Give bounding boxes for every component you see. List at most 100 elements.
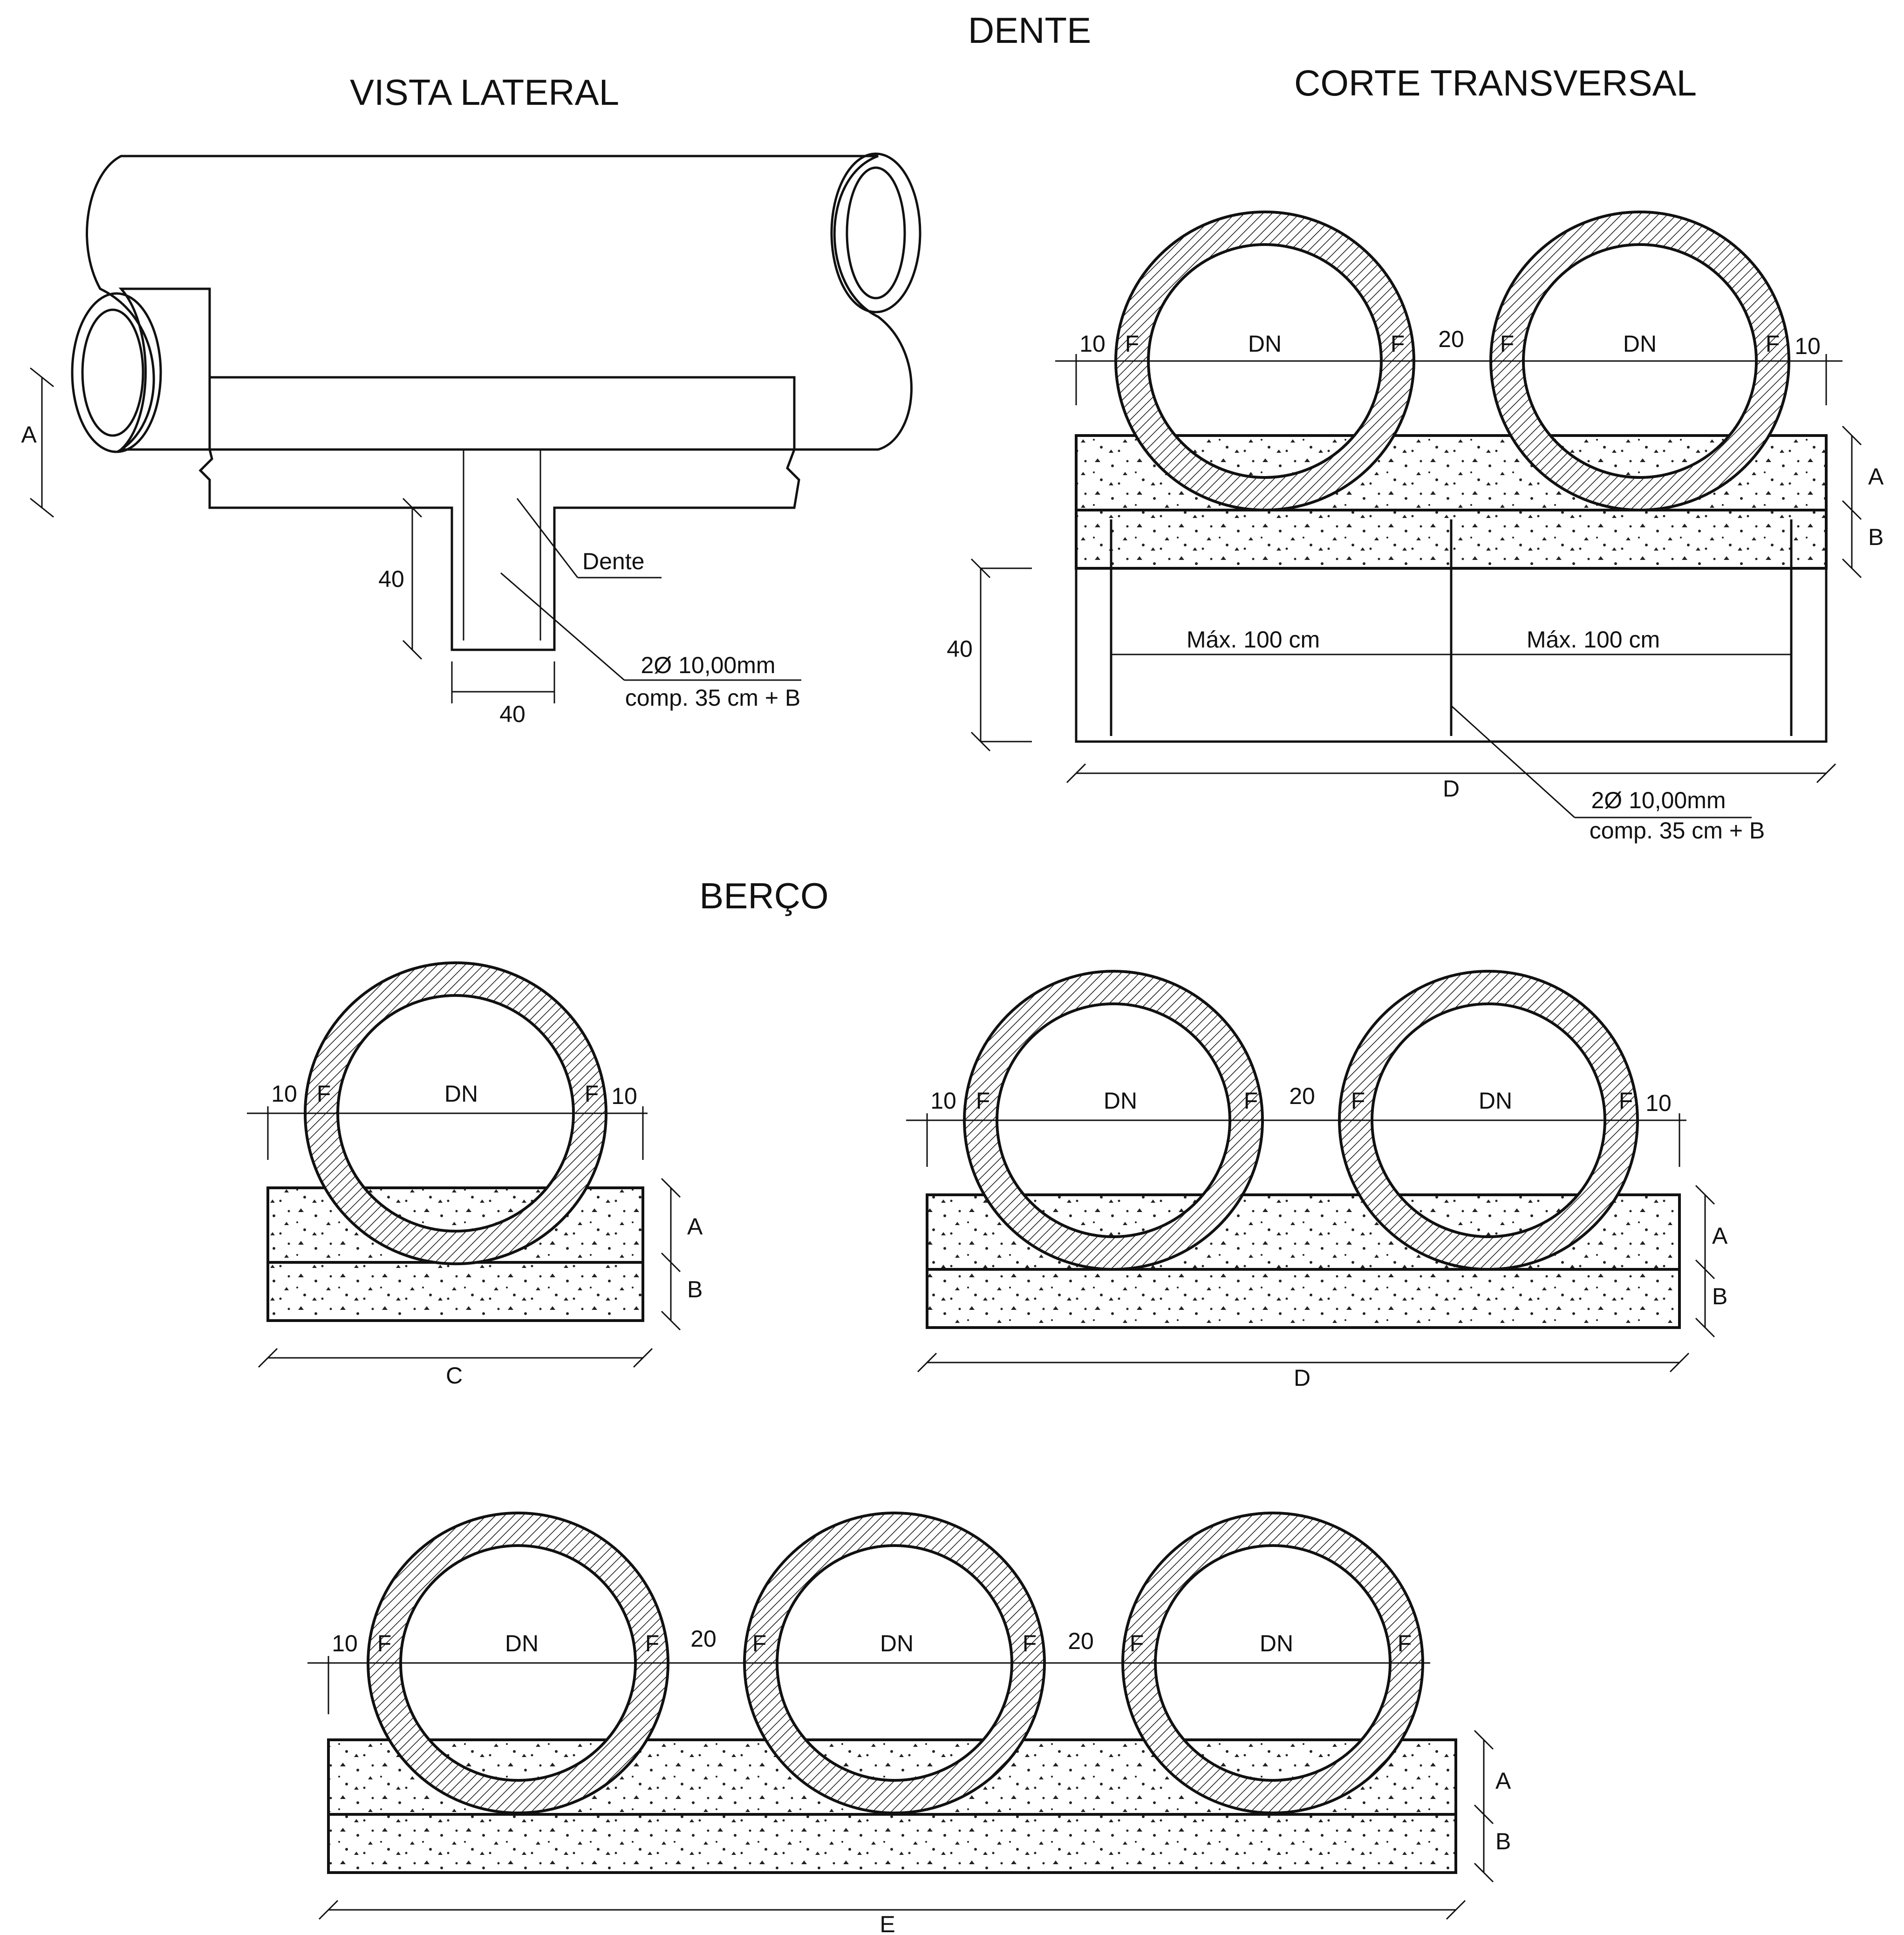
dim-single-ab-tick-2 [661, 1252, 681, 1273]
dim-double-ab-tick-2 [1695, 1259, 1715, 1280]
dim-double-ab-tick-3 [1695, 1317, 1715, 1338]
pipe-right-opening-outer [830, 152, 921, 313]
triple-gap-left-label: 10 [332, 1630, 358, 1656]
title-corte-transversal: CORTE TRANSVERSAL [1294, 62, 1697, 103]
triple-dim-a-label: A [1495, 1768, 1511, 1794]
triple-wall-label-6: F [1398, 1630, 1412, 1656]
single-gap-left-label: 10 [271, 1081, 297, 1107]
leader-rebar [500, 572, 625, 681]
rebar-note-line2: comp. 35 cm + B [625, 685, 801, 711]
corte-transversal-view: 10 F DN F 20 F DN F 10 A B 40 Máx. 100 c… [947, 211, 1884, 844]
wall-label-3: F [1500, 331, 1515, 357]
title-dente: DENTE [968, 10, 1091, 51]
dim-tooth-height-tick-top [402, 497, 423, 518]
triple-gap-middle-label-2: 20 [1068, 1628, 1094, 1654]
max-spacing-label-1: Máx. 100 cm [1187, 627, 1320, 653]
triple-gap-middle-label-1: 20 [690, 1626, 717, 1652]
dim-e-label: E [880, 1911, 895, 1935]
triple-wall-label-2: F [645, 1630, 660, 1656]
rebar-note-transversal-line1: 2Ø 10,00mm [1591, 787, 1726, 813]
cradle-triple-layer-b [327, 1813, 1457, 1874]
double-wall-label-3: F [1351, 1088, 1365, 1114]
dim-a-label-transversal: A [1868, 463, 1884, 490]
double-wall-label-2: F [1244, 1088, 1258, 1114]
berco-single-view: 10 F DN F 10 A B C [247, 961, 703, 1389]
dim-d-berco-label: D [1294, 1365, 1310, 1391]
dim-a-tick-top [30, 367, 54, 388]
wall-label-2: F [1391, 331, 1405, 357]
triple-wall-label-5: F [1130, 1630, 1144, 1656]
dn-label-2: DN [1623, 331, 1657, 357]
pipe-side-body [86, 155, 913, 451]
leader-dente [516, 498, 579, 578]
wall-label-1: F [1125, 331, 1140, 357]
dim-ab-tick-1 [1842, 425, 1862, 446]
dim-tooth-height-tick-bottom [402, 640, 423, 660]
dim-single-ab-tick-3 [661, 1310, 681, 1331]
cradle-with-tooth [198, 376, 800, 651]
title-berco: BERÇO [699, 875, 828, 916]
dim-40-label: 40 [947, 636, 973, 662]
vista-lateral-view: A 40 40 Dente 2Ø 10,00mm comp. 35 cm + B [21, 152, 921, 727]
berco-triple-view: 10 F DN F 20 F DN F 20 F DN F A B E [307, 1512, 1511, 1935]
triple-dn-label-3: DN [1260, 1630, 1293, 1656]
rebar-note-transversal-line2: comp. 35 cm + B [1590, 818, 1765, 844]
pipe-left-opening-outer [71, 292, 162, 453]
double-gap-middle-label: 20 [1289, 1083, 1315, 1109]
cradle-double-layer-b [926, 1268, 1681, 1329]
dim-a-tick-bottom [30, 497, 54, 518]
berco-double-view: 10 F DN F 20 F DN F 10 A B D [906, 970, 1728, 1391]
dim-triple-ab-tick-3 [1474, 1862, 1494, 1883]
double-dn-label-1: DN [1104, 1088, 1137, 1114]
double-gap-left-label: 10 [930, 1088, 956, 1114]
triple-wall-label-3: F [752, 1630, 767, 1656]
label-dente: Dente [582, 548, 644, 574]
gap-left-label: 10 [1079, 331, 1106, 357]
dim-d-tick-right [1816, 763, 1836, 784]
dim-ab-tick-2 [1842, 500, 1862, 520]
dim-tooth-width-label: 40 [499, 701, 525, 727]
rebar-note-line1: 2Ø 10,00mm [641, 652, 775, 678]
single-gap-right-label: 10 [611, 1083, 637, 1109]
single-dn-label: DN [444, 1081, 478, 1107]
single-wall-label-right: F [585, 1081, 599, 1107]
dim-a-label: A [21, 422, 37, 448]
dim-c-label: C [446, 1363, 463, 1389]
dim-e-tick-left [318, 1900, 339, 1920]
dim-b-label-transversal: B [1868, 524, 1884, 550]
triple-dn-label-2: DN [880, 1630, 914, 1656]
double-gap-right-label: 10 [1645, 1090, 1672, 1116]
dim-d-berco-tick-left [917, 1352, 937, 1373]
dim-ab-tick-3 [1842, 558, 1862, 579]
triple-wall-label-4: F [1023, 1630, 1037, 1656]
pipe-left-opening-inner [81, 308, 144, 437]
cradle-single-layer-b [266, 1261, 644, 1322]
dim-triple-ab-tick-2 [1474, 1804, 1494, 1825]
triple-wall-label-1: F [377, 1630, 392, 1656]
pipe-right-opening-inner [846, 166, 906, 300]
dim-c-tick-right [633, 1348, 653, 1368]
dim-d-tick-left [1066, 763, 1086, 784]
triple-dn-label-1: DN [505, 1630, 539, 1656]
single-wall-label-left: F [317, 1081, 331, 1107]
dim-tooth-height-label: 40 [378, 566, 404, 592]
triple-dim-b-label: B [1495, 1828, 1511, 1854]
dim-e-tick-right [1446, 1900, 1466, 1920]
double-wall-label-4: F [1619, 1088, 1633, 1114]
dn-label-1: DN [1248, 331, 1282, 357]
dim-single-ab-tick-1 [661, 1178, 681, 1198]
double-dim-b-label: B [1712, 1283, 1727, 1309]
single-dim-a-label: A [687, 1213, 703, 1240]
gap-right-label: 10 [1795, 333, 1821, 359]
max-spacing-label-2: Máx. 100 cm [1527, 627, 1660, 653]
gap-middle-label: 20 [1438, 326, 1464, 352]
dim-triple-ab-tick-1 [1474, 1730, 1494, 1750]
single-dim-b-label: B [687, 1276, 703, 1302]
double-dim-a-label: A [1712, 1223, 1728, 1249]
dim-double-ab-tick-1 [1695, 1185, 1715, 1205]
pipe-lower-segment [118, 287, 211, 451]
leader-rebar-transversal [1450, 705, 1576, 818]
double-dn-label-2: DN [1479, 1088, 1512, 1114]
dim-d-label: D [1443, 776, 1460, 802]
